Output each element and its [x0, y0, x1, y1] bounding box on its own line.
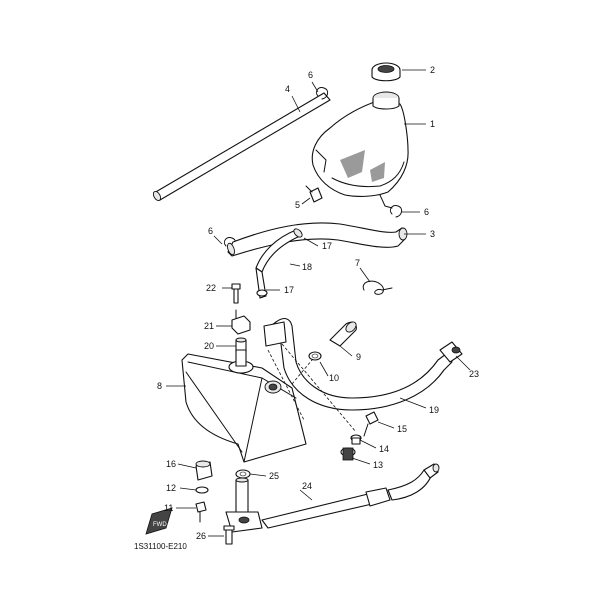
mounting-bolt	[305, 185, 323, 203]
callout-18: 18	[302, 262, 312, 272]
fitting-14	[350, 434, 362, 445]
callout-9: 9	[356, 352, 361, 362]
callout-12: 12	[166, 483, 176, 493]
callout-20: 20	[204, 341, 214, 351]
callout-24: 24	[302, 481, 312, 491]
callout-2: 2	[430, 65, 435, 75]
main-tank	[181, 343, 357, 463]
callout-21: 21	[204, 321, 214, 331]
callout-16: 16	[166, 459, 176, 469]
reservoir-cap	[371, 62, 401, 82]
callout-19: 19	[429, 405, 439, 415]
callout-10: 10	[329, 373, 339, 383]
callout-6-top: 6	[308, 70, 313, 80]
callout-numbers: 2 1 3 4 6 6 6 5 7 17 18 22 17 21 20 8 9 …	[157, 65, 479, 541]
callout-15: 15	[397, 424, 407, 434]
drain-fitting	[225, 477, 263, 533]
filler-cap-9	[329, 321, 357, 347]
bolt-11	[195, 501, 207, 523]
hose-clip-top	[315, 87, 329, 100]
bolt-26	[223, 525, 235, 545]
callout-11: 11	[164, 503, 173, 513]
bolt-22	[231, 283, 241, 304]
forward-direction-icon: FWD	[145, 507, 173, 535]
callout-8: 8	[157, 381, 162, 391]
rubber-grommet-16	[195, 460, 213, 481]
callout-7: 7	[355, 258, 360, 268]
callout-6-left: 6	[208, 226, 213, 236]
leader-lines	[166, 69, 471, 537]
breather-tube	[152, 92, 331, 202]
bolt-15	[363, 411, 379, 437]
callout-25: 25	[269, 471, 279, 481]
callout-17-top: 17	[322, 241, 332, 251]
fitting-13	[340, 447, 356, 461]
callout-22: 22	[206, 283, 216, 293]
callout-14: 14	[379, 444, 389, 454]
washer-12	[195, 486, 209, 494]
callout-17-mid: 17	[284, 285, 294, 295]
callout-1: 1	[430, 119, 435, 129]
callout-3: 3	[430, 229, 435, 239]
return-hose	[261, 463, 440, 529]
callout-5: 5	[295, 200, 300, 210]
callout-23: 23	[469, 369, 479, 379]
washer-25	[235, 469, 251, 479]
hose-clip-right	[389, 205, 403, 218]
fwd-mark-label: FWD	[153, 522, 167, 528]
reservoir-tank	[311, 91, 409, 209]
overflow-hose	[227, 222, 408, 257]
callout-26: 26	[196, 531, 206, 541]
callout-6-right: 6	[424, 207, 429, 217]
diagram-code: 1S31100-E210	[134, 542, 187, 551]
callout-4: 4	[285, 84, 290, 94]
o-ring-10	[308, 351, 322, 361]
o-ring-17	[256, 289, 268, 297]
hose-clamp	[362, 280, 393, 295]
callout-13: 13	[373, 460, 383, 470]
bracket-21	[231, 309, 251, 335]
